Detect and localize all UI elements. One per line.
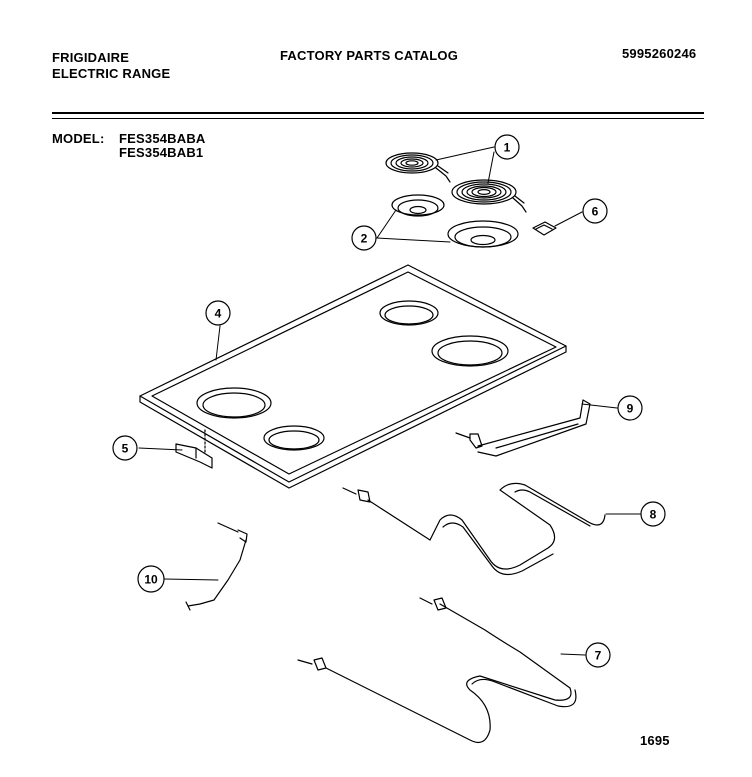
leader-lines [138,146,642,656]
drip-bowl-small [391,194,445,217]
element-receptacle [532,221,557,236]
callout-10: 10 [137,565,165,593]
callout-7-label: 7 [595,649,602,663]
burner-opening-rear-left [379,300,439,326]
product-name: ELECTRIC RANGE [52,66,171,81]
element-bracket [455,399,591,457]
bake-element [342,482,606,576]
callout-8: 8 [640,501,666,527]
surface-element-small [385,152,451,183]
broil-element [297,597,577,743]
callout-9-label: 9 [627,402,634,416]
callout-8-label: 8 [650,508,657,522]
callout-5-label: 5 [122,442,129,456]
header-rule-thin [52,118,704,119]
burner-opening-front-right [263,425,325,451]
brand-name: FRIGIDAIRE [52,50,130,65]
callout-6-label: 6 [592,205,599,219]
catalog-part-number: 5995260246 [622,46,697,61]
callout-4-label: 4 [215,307,222,321]
drip-bowl-large [447,220,519,248]
model-number-2: FES354BAB1 [119,145,204,160]
catalog-title: FACTORY PARTS CATALOG [280,48,459,63]
burner-opening-rear-right [431,335,509,367]
callout-1: 1 [494,134,520,160]
burner-opening-front-left [196,387,272,419]
model-label: MODEL: [52,131,105,146]
callout-6: 6 [582,198,608,224]
surface-element-large [451,179,527,213]
callout-10-label: 10 [144,573,158,587]
callout-4: 4 [205,300,231,326]
wire-harness [185,522,248,611]
cooktop-hinge-bracket [175,443,213,469]
callout-2-label: 2 [361,232,368,246]
page-number: 1695 [640,733,670,748]
callout-9: 9 [617,395,643,421]
header-rule-thick [52,112,704,114]
callout-2: 2 [351,225,377,251]
model-number-1: FES354BABA [119,131,206,146]
callout-5: 5 [112,435,138,461]
cooktop [139,264,567,489]
callout-7: 7 [585,642,611,668]
callout-1-label: 1 [504,141,511,155]
